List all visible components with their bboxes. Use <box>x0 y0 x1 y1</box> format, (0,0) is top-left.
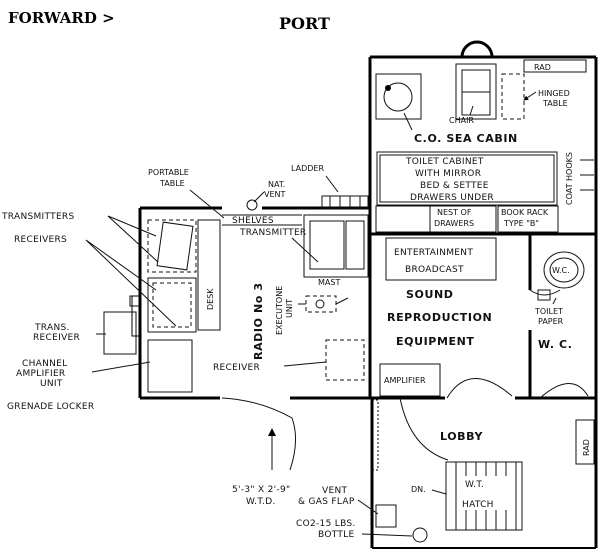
rad-top-label: RAD <box>534 63 551 72</box>
trans-receiver-label-2: RECEIVER <box>33 333 80 343</box>
book-rack-label-1: BOOK RACK <box>501 208 549 217</box>
book-rack-label-2: TYPE "B" <box>503 219 539 228</box>
trans-receiver <box>103 311 137 355</box>
executone-label-1: EXECUTONE <box>275 286 284 335</box>
book-rack <box>497 205 559 233</box>
nat-vent <box>246 199 258 211</box>
wtd-label-2: W.T.D. <box>246 497 276 507</box>
transmitters-label: TRANSMITTERS <box>1 212 75 222</box>
amplifier-unit <box>379 363 441 397</box>
vent-gas-label-2: & GAS FLAP <box>298 497 355 507</box>
executone-label-2: UNIT <box>285 299 294 318</box>
radiator-right <box>575 419 595 465</box>
transmitter-unit <box>303 214 369 278</box>
coat-hooks-label: COAT HOOKS <box>565 152 574 205</box>
sea-cabin-title: C.O. SEA CABIN <box>414 132 518 145</box>
hatch-label-2: HATCH <box>462 500 494 510</box>
hinged-table-label-1: HINGED <box>538 89 570 98</box>
forward-heading: FORWARD > <box>8 9 115 27</box>
channel-amp-label-3: UNIT <box>40 379 63 389</box>
receiver-rack <box>147 277 197 333</box>
entertainment-broadcast-unit <box>385 237 497 281</box>
toilet-cabinet <box>376 151 558 206</box>
portable-table-label-2: TABLE <box>159 179 185 188</box>
nat-vent-label-1: NAT. <box>268 180 285 189</box>
co2-label-2: BOTTLE <box>318 530 354 540</box>
shelves-label: SHELVES <box>232 216 274 226</box>
washbasin-bowl <box>383 82 413 112</box>
radio-room-title: RADIO No 3 <box>252 282 265 360</box>
transmitter-label: TRANSMITTER <box>239 228 307 238</box>
hinged-table-label-2: TABLE <box>542 99 568 108</box>
toilet-paper-label-1: TOILET <box>534 307 563 316</box>
toilet-cabinet-label-2: WITH MIRROR <box>415 169 481 179</box>
transmitter-rack-dashed <box>147 219 197 273</box>
vent-gas-label-1: VENT <box>322 486 347 496</box>
chair-label: CHAIR <box>449 116 474 125</box>
ladder-label: LADDER <box>291 164 324 173</box>
mast-base <box>305 295 337 313</box>
channel-amp-label-2: AMPLIFIER <box>16 369 66 379</box>
transmitter-rack <box>156 221 194 271</box>
sound-room: ENTERTAINMENT BROADCAST SOUND REPRODUCTI… <box>379 237 513 399</box>
chair <box>455 63 497 120</box>
entertainment-label-2: BROADCAST <box>405 265 464 275</box>
receiver-unit <box>325 339 365 381</box>
trans-receiver-label-1: TRANS. <box>34 323 70 333</box>
lobby: LOBBY RAD W.T. HATCH DN. <box>371 397 595 543</box>
toilet-cabinet-label-1: TOILET CABINET <box>405 157 484 167</box>
wc-title: W. C. <box>538 338 573 351</box>
entertainment-label-1: ENTERTAINMENT <box>394 248 473 258</box>
hinged-table <box>501 73 525 120</box>
toilet-paper-label-2: PAPER <box>538 317 564 326</box>
grenade-locker-label: GRENADE LOCKER <box>7 402 94 412</box>
receiver-label: RECEIVER <box>213 363 260 373</box>
wc-room: W.C. TOILET PAPER W. C. <box>529 251 589 399</box>
channel-amp-label-1: CHANNEL <box>22 359 67 369</box>
amplifier-label: AMPLIFIER <box>384 376 426 385</box>
sound-label-2: REPRODUCTION <box>387 311 492 324</box>
desk-label: DESK <box>206 288 215 310</box>
bottom-annotations: 5'-3" X 2'-9" W.T.D. VENT & GAS FLAP CO2… <box>221 397 413 540</box>
toilet-paper-holder <box>537 289 551 301</box>
lobby-title: LOBBY <box>440 430 484 443</box>
dn-label: DN. <box>411 485 426 494</box>
mast-label: MAST <box>318 278 340 287</box>
radio-room: LADDER NAT. VENT PORTABLE TABLE SHELVES … <box>1 164 369 412</box>
sound-door-swing <box>446 378 513 399</box>
porthole <box>460 40 494 58</box>
vent-box <box>375 504 397 528</box>
receivers-label: RECEIVERS <box>14 235 67 245</box>
wtd-door-swing <box>221 397 296 471</box>
hull-walls <box>138 55 598 549</box>
desk <box>197 219 221 331</box>
wt-hatch <box>445 461 523 531</box>
wtd-label-1: 5'-3" X 2'-9" <box>232 485 290 495</box>
ladder <box>321 195 369 209</box>
toilet-cabinet-label-3: BED & SETTEE <box>420 181 489 191</box>
wc-fixture-label: W.C. <box>552 266 570 275</box>
port-heading: PORT <box>279 14 330 33</box>
nat-vent-label-2: VENT <box>264 190 286 199</box>
radiator-top <box>523 59 587 73</box>
toilet-cabinet-label-4: DRAWERS UNDER <box>410 193 494 203</box>
washbasin <box>375 73 422 120</box>
wc-door-swing <box>539 383 589 399</box>
sound-label-3: EQUIPMENT <box>396 335 475 348</box>
co2-bottle <box>412 527 428 543</box>
lobby-door-swing <box>399 397 449 461</box>
washbasin-drain <box>385 85 391 91</box>
nest-of-drawers-label-1: NEST OF <box>437 208 472 217</box>
portable-table-label-1: PORTABLE <box>148 168 189 177</box>
wall-mount-bracket <box>131 295 141 337</box>
nest-of-drawers-label-2: DRAWERS <box>434 219 474 228</box>
hatch-label-1: W.T. <box>465 480 484 490</box>
wc-fixture <box>543 251 585 289</box>
rad-right-label: RAD <box>582 439 591 456</box>
sea-cabin: RAD HINGED TABLE CHAIR C.O. SEA CABIN TO… <box>375 40 594 233</box>
co2-label-1: CO2-15 LBS. <box>296 519 356 529</box>
channel-amplifier-unit <box>147 339 193 393</box>
sound-label-1: SOUND <box>406 288 454 301</box>
